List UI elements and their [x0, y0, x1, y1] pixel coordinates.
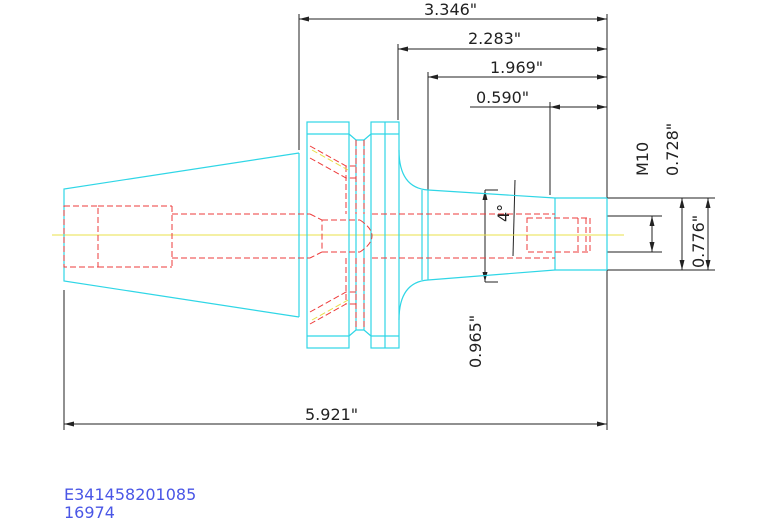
- dimension-arrows: [64, 16, 711, 427]
- dim-2283-label: 2.283": [468, 29, 521, 48]
- part-code: 16974: [64, 503, 115, 522]
- dim-5921-label: 5.921": [305, 405, 358, 424]
- dim-m10-label: M10: [633, 142, 652, 176]
- dim-0590-label: 0.590": [476, 88, 529, 107]
- dim-0728-label: 0.728": [663, 123, 682, 176]
- dim-3346-label: 3.346": [424, 0, 477, 19]
- dimension-lines: [63, 14, 715, 430]
- dim-0776-label: 0.776": [689, 215, 708, 268]
- part-number: E341458201085: [64, 485, 197, 504]
- dim-0965-label: 0.965": [466, 315, 485, 368]
- hidden-lines: [63, 140, 591, 330]
- dim-1969-label: 1.969": [490, 58, 543, 77]
- coolant-channel: [311, 149, 349, 321]
- dim-angle-label: 4°: [494, 204, 513, 222]
